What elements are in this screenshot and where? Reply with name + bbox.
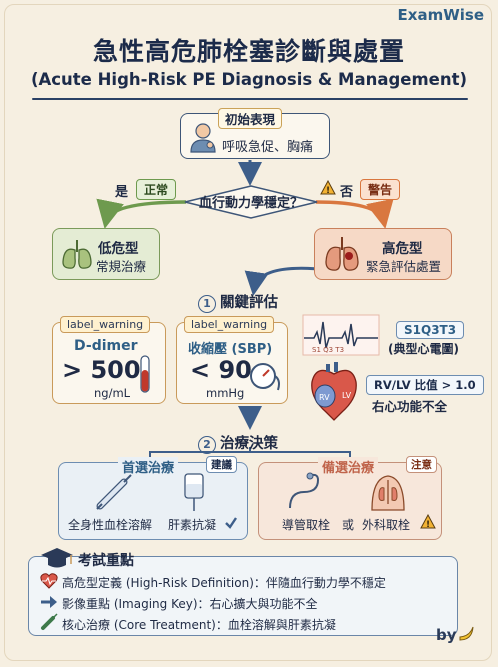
test-tube-icon xyxy=(140,355,150,393)
lungs-clot-icon xyxy=(325,237,359,271)
no-tag: 警告 xyxy=(360,179,401,200)
banana-icon xyxy=(459,626,474,641)
heart-rv-label: RV xyxy=(319,393,330,402)
exam-line-2: 影像重點 (Imaging Key)：右心擴大與功能不全 xyxy=(62,597,318,611)
ecg-text: (典型心電圖) xyxy=(388,342,459,356)
alternative-item1: 導管取栓 xyxy=(282,518,331,532)
alternative-or: 或 xyxy=(342,518,355,532)
brand-logo: ExamWise xyxy=(397,6,484,24)
graduation-cap-icon xyxy=(41,548,73,568)
yes-label: 是 xyxy=(115,185,129,200)
alternative-badge: 注意 xyxy=(406,456,437,473)
title-underline xyxy=(32,98,468,100)
section1-title: 關鍵評估 xyxy=(220,295,278,311)
bp-gauge-icon xyxy=(250,363,280,391)
page-title: 急性高危肺栓塞診斷與處置 xyxy=(92,37,405,66)
low-risk-title: 低危型 xyxy=(98,241,139,257)
no-label: 否 xyxy=(340,185,354,200)
lungs-icon xyxy=(62,240,92,269)
alternative-title: 備選治療 xyxy=(318,457,379,476)
caution-icon: ! xyxy=(420,514,436,529)
rvlv-text: 右心功能不全 xyxy=(372,399,448,414)
primary-title: 首選治療 xyxy=(118,457,179,476)
primary-badge: 建議 xyxy=(206,456,237,473)
low-risk-text: 常規治療 xyxy=(96,259,147,274)
ecg-trace-icon: S1 Q3 T3 xyxy=(302,314,380,356)
primary-item2: 肝素抗凝 xyxy=(168,518,217,532)
svg-text:!: ! xyxy=(326,186,330,195)
yes-tag: 正常 xyxy=(136,179,177,200)
page-border xyxy=(4,4,492,661)
ecg-trace-label: S1 Q3 T3 xyxy=(312,346,344,354)
section1-number: 1 xyxy=(198,295,216,313)
sbp-unit: mmHg xyxy=(206,386,245,400)
ddimer-label: label_warning xyxy=(60,316,151,333)
ecg-tag: S1Q3T3 xyxy=(396,321,465,339)
warning-icon: ! xyxy=(320,180,336,195)
exam-points-box xyxy=(28,556,458,636)
exam-title: 考試重點 xyxy=(78,553,134,569)
sbp-name: 收縮壓 (SBP) xyxy=(188,342,273,357)
exam-line-1: 高危型定義 (High-Risk Definition)：伴隨血行動力學不穩定 xyxy=(62,576,386,590)
chest-surgery-icon xyxy=(371,475,405,511)
sbp-value: < 90 xyxy=(190,356,252,384)
rvlv-tag: RV/LV 比值 > 1.0 xyxy=(366,375,484,395)
sbp-card xyxy=(176,322,288,404)
check-icon xyxy=(225,517,237,529)
syringe-small-icon xyxy=(41,613,58,630)
primary-item1: 全身性血栓溶解 xyxy=(68,518,153,532)
catheter-icon xyxy=(289,472,320,509)
heart-rate-icon xyxy=(40,573,58,589)
iv-bag-icon xyxy=(184,473,204,511)
high-risk-text: 緊急評估處置 xyxy=(366,259,442,274)
ddimer-name: D-dimer xyxy=(74,338,138,354)
signature-text: by xyxy=(436,626,457,644)
page-subtitle: (Acute High-Risk PE Diagnosis & Manageme… xyxy=(30,70,468,89)
syringe-icon xyxy=(96,474,132,510)
ddimer-unit: ng/mL xyxy=(94,386,131,400)
section2-title: 治療決策 xyxy=(220,436,278,452)
high-risk-title: 高危型 xyxy=(382,241,423,257)
svg-text:!: ! xyxy=(426,520,430,529)
heart-lv-label: LV xyxy=(342,391,352,400)
initial-tag: 初始表現 xyxy=(218,108,283,129)
patient-icon xyxy=(190,123,216,153)
section2-number: 2 xyxy=(198,436,216,454)
ddimer-value: > 500 xyxy=(62,356,141,384)
sbp-label: label_warning xyxy=(184,316,275,333)
alternative-item2: 外科取栓 xyxy=(362,518,411,532)
exam-line-3: 核心治療 (Core Treatment)：血栓溶解與肝素抗凝 xyxy=(62,618,336,632)
decision-question: 血行動力學穩定？ xyxy=(198,196,303,211)
decision-diamond xyxy=(184,185,318,219)
initial-text: 呼吸急促、胸痛 xyxy=(222,140,314,155)
heart-icon: RV LV xyxy=(311,362,357,421)
arrow-right-icon xyxy=(41,596,57,608)
